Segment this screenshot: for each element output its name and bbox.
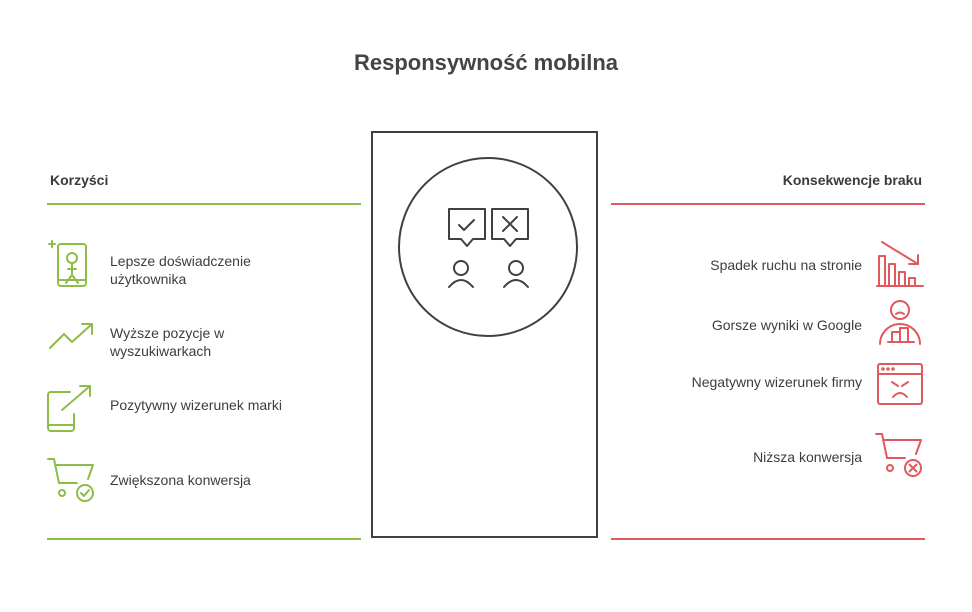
- declining-bars-icon: [876, 241, 924, 287]
- benefits-bottom-rule: [47, 538, 361, 540]
- consequences-heading: Konsekwencje braku: [782, 172, 922, 188]
- touch-phone-icon: [48, 240, 87, 287]
- sad-person-icon: [879, 300, 921, 345]
- phone-growth-icon: [47, 385, 91, 432]
- angry-window-icon: [877, 363, 923, 405]
- phone-frame: [371, 131, 598, 538]
- benefit-item-3: Pozytywny wizerunek marki: [110, 397, 282, 413]
- trend-up-icon: [49, 323, 93, 349]
- benefit-item-2: Wyższe pozycje w wyszukiwarkach: [110, 325, 225, 359]
- consequence-item-1: Spadek ruchu na stronie: [710, 257, 862, 273]
- diagram-title: Responsywność mobilna: [353, 50, 619, 75]
- cart-check-icon: [47, 458, 94, 502]
- center-circle: [398, 157, 578, 337]
- benefits-heading: Korzyści: [50, 172, 109, 188]
- consequence-item-4: Niższa konwersja: [753, 449, 862, 465]
- consequences-bottom-rule: [611, 538, 925, 540]
- cart-x-icon: [875, 433, 922, 477]
- benefit-item-4: Zwiększona konwersja: [110, 472, 251, 488]
- consequences-top-rule: [611, 203, 925, 205]
- people-approve-reject-icon: [448, 208, 529, 288]
- consequence-item-2: Gorsze wyniki w Google: [711, 317, 862, 333]
- benefits-top-rule: [47, 203, 361, 205]
- consequence-item-3: Negatywny wizerunek firmy: [691, 374, 862, 390]
- benefit-item-1: Lepsze doświadczenie użytkownika: [110, 253, 251, 287]
